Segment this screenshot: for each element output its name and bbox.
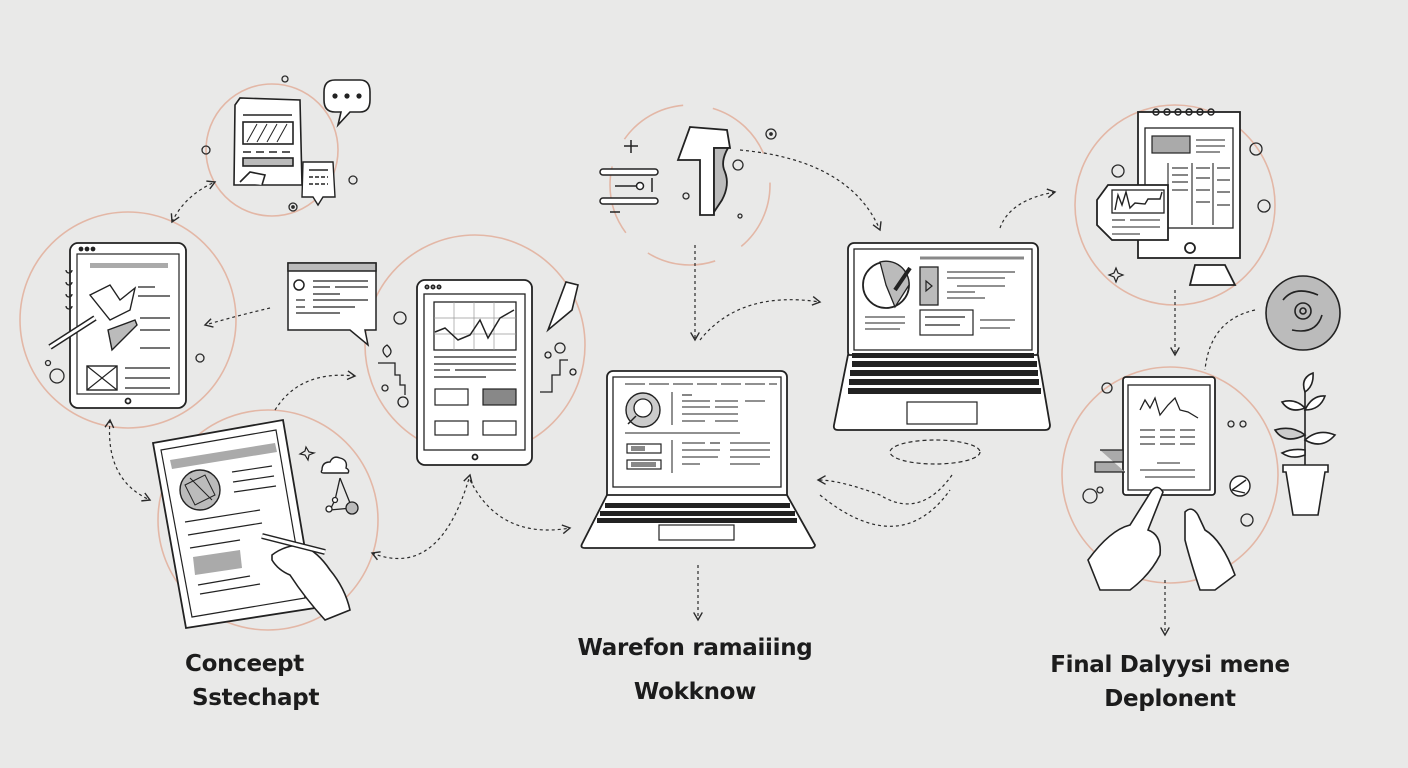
sparkle-icon [298,445,317,462]
stair-flow-icon [378,344,577,408]
arrow-disc-to-touch [1204,309,1256,371]
chat-bubble-icon [323,79,371,128]
caption-workflow: Warefon ramaiiing Wokknow [560,631,830,709]
slider-controls-icon [599,140,659,213]
network-icon [325,477,359,515]
connectors [104,149,1256,637]
sync-disc-icon [1265,275,1341,351]
accent-circle-flag [609,104,771,266]
tablet-chart-icon [416,279,533,466]
tablet-touch-icon [1094,376,1216,496]
document-icon [233,97,303,186]
gauge-icon [1229,475,1251,497]
arrow-chart-loop [370,473,473,561]
arrow-pen-to-chart [274,370,357,411]
arrow-piechart-to-monitor [999,188,1057,229]
monitor-report-icon [1096,108,1241,286]
cloud-icon [320,456,350,474]
orbit-ellipse [889,439,981,465]
accent-circle-touch [1061,366,1279,584]
pencil-icon [546,281,579,333]
tablet-with-pen-icon [151,418,317,630]
flag-icon [676,126,732,216]
laptop-piechart-icon [832,242,1051,431]
arrow-browser-to-sketch [203,307,271,328]
sparkle-icon-2 [1107,266,1125,284]
arrow-flag-to-piechart [739,149,882,232]
caption-concept-sketch: Conceept Sstechapt [150,647,350,715]
decor-dots [44,75,1271,527]
caption-deploy-line2: Deplonent [1104,686,1236,712]
arrow-sketch-to-document [170,180,217,224]
hands-icon [1087,486,1236,591]
tablet-sketch-icon [48,242,187,409]
accent-circle-document [205,83,339,217]
arrow-piechart-to-laptop [816,474,953,505]
plant-icon [1273,371,1337,516]
laptop-dashboard-icon [580,370,816,549]
arrow-center-to-piechart [699,296,822,341]
caption-concept-line2: Sstechapt [192,685,320,711]
arrow-chart-to-laptop [469,479,572,535]
caption-final-deployment: Final Dalyysi mene Deplonent [1040,648,1300,716]
caption-workflow-line2: Wokknow [633,679,757,705]
browser-card-icon [287,262,377,347]
arrow-laptop-to-piechart [819,489,951,527]
note-bubble-icon [301,161,336,207]
hand-with-pen-icon [261,533,351,621]
caption-workflow-line1: Warefon ramaiiing [577,635,813,661]
arrow-sketch-to-pen [104,418,152,502]
caption-deploy-line1: Final Dalyysi mene [1050,652,1290,678]
caption-concept-line1: Conceept [185,651,304,677]
